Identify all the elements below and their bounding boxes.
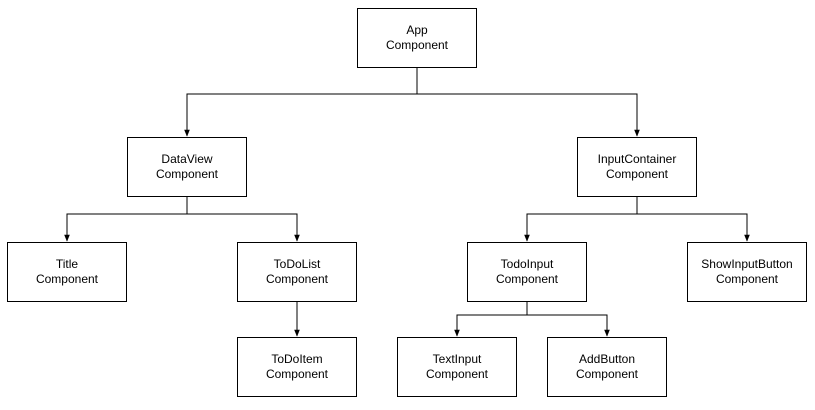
edge-todo_input-to-text_input [454,302,528,337]
todoitem-component-node: ToDoItem Component [237,337,357,397]
title-component-node: Title Component [7,242,127,302]
todolist-component-node: ToDoList Component [237,242,357,302]
edge-app-to-input_container [416,68,640,137]
edge-input_container-to-show_input_button [636,197,750,242]
node-label: ToDoList [273,257,321,271]
showinputbutton-component-node: ShowInputButton Component [687,242,807,302]
node-label: TextInput [432,352,482,366]
node-label: Title [55,257,79,271]
edge-todo_input-to-add_button [526,302,610,337]
inputcontainer-component-node: InputContainer Component [577,137,697,197]
todoinput-component-node: TodoInput Component [467,242,587,302]
node-label: InputContainer [597,152,677,166]
node-sublabel: Component [605,167,669,181]
edge-data_view-to-todo_list [186,197,300,242]
textinput-component-node: TextInput Component [397,337,517,397]
node-sublabel: Component [35,272,99,286]
node-sublabel: Component [155,167,219,181]
node-label: AddButton [578,352,636,366]
node-sublabel: Component [425,367,489,381]
edge-input_container-to-todo_input [524,197,638,242]
node-sublabel: Component [385,38,449,52]
node-sublabel: Component [265,272,329,286]
app-component-node: App Component [357,8,477,68]
node-label: TodoInput [500,257,554,271]
dataview-component-node: DataView Component [127,137,247,197]
node-label: ToDoItem [271,352,323,366]
addbutton-component-node: AddButton Component [547,337,667,397]
node-sublabel: Component [575,367,639,381]
node-label: ShowInputButton [701,257,793,271]
node-sublabel: Component [715,272,779,286]
node-label: DataView [161,152,213,166]
node-sublabel: Component [265,367,329,381]
node-label: App [406,23,428,37]
edge-data_view-to-title [64,197,188,242]
node-sublabel: Component [495,272,559,286]
edge-app-to-data_view [184,68,418,137]
